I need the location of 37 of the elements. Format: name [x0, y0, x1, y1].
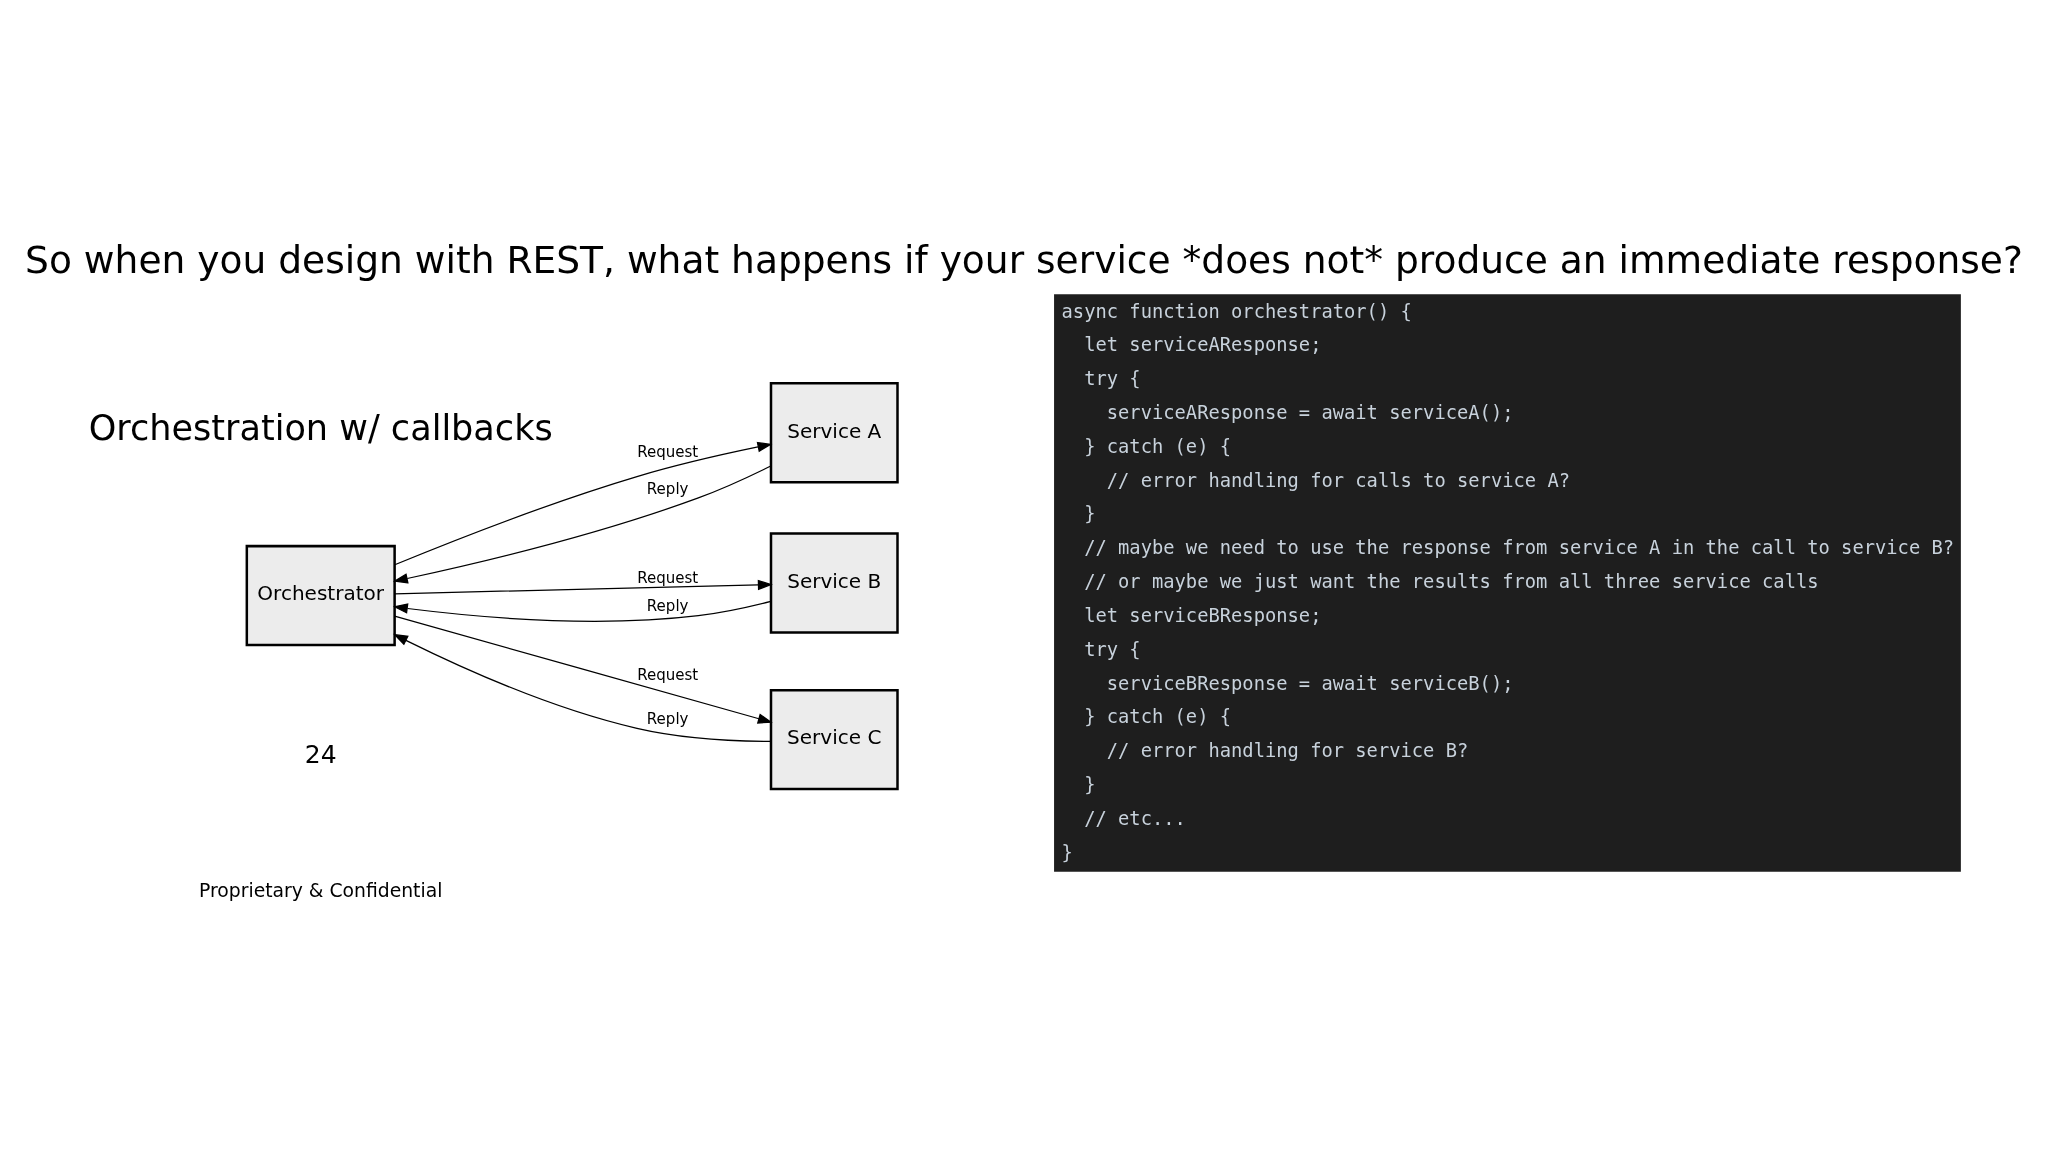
- label: try {: [1084, 638, 1141, 660]
- label: let serviceBResponse;: [1084, 604, 1322, 626]
- edge-label: Reply: [646, 596, 689, 615]
- arrow: [394, 441, 773, 565]
- label: let serviceAResponse;: [1084, 333, 1322, 355]
- label: }: [1084, 773, 1096, 795]
- label: } catch (e) {: [1084, 705, 1232, 727]
- arrow: [392, 600, 772, 622]
- label: try {: [1084, 367, 1141, 389]
- label: // etc...: [1084, 807, 1186, 829]
- label: serviceBResponse = await serviceB();: [1106, 672, 1514, 694]
- edge-label: Request: [637, 568, 699, 587]
- label: // or maybe we just want the results from all three service calls: [1084, 570, 1819, 592]
- label: async function orchestrator() {: [1061, 300, 1412, 322]
- edge-label: Request: [637, 665, 699, 684]
- edge-label: Reply: [646, 479, 689, 498]
- label: } catch (e) {: [1084, 435, 1232, 457]
- node-box: Service C: [769, 688, 899, 790]
- label: // maybe we need to use the response from service A in the call to service B?: [1084, 536, 1955, 558]
- label: // error handling for service B?: [1106, 739, 1469, 761]
- edge-label: Reply: [646, 709, 689, 728]
- label: 24: [304, 739, 337, 769]
- arrow: [392, 464, 772, 584]
- label: Orchestration w/ callbacks: [88, 406, 553, 448]
- arrow: [394, 579, 773, 594]
- node-box: Orchestrator: [245, 544, 396, 646]
- label: }: [1061, 841, 1073, 863]
- label: serviceAResponse = await serviceA();: [1106, 401, 1514, 423]
- arrow: [392, 633, 772, 742]
- label: Proprietary & Confidential: [199, 879, 443, 901]
- edge-label: Request: [637, 442, 699, 461]
- arrow: [394, 614, 773, 724]
- label: // error handling for calls to service A?: [1106, 469, 1570, 491]
- diagram-title: So when you design with REST, what happens if your service *does not* produce an immediate response?: [25, 237, 2023, 282]
- node-box: Service A: [769, 381, 899, 483]
- label: }: [1084, 502, 1096, 524]
- node-box: Service B: [769, 531, 899, 634]
